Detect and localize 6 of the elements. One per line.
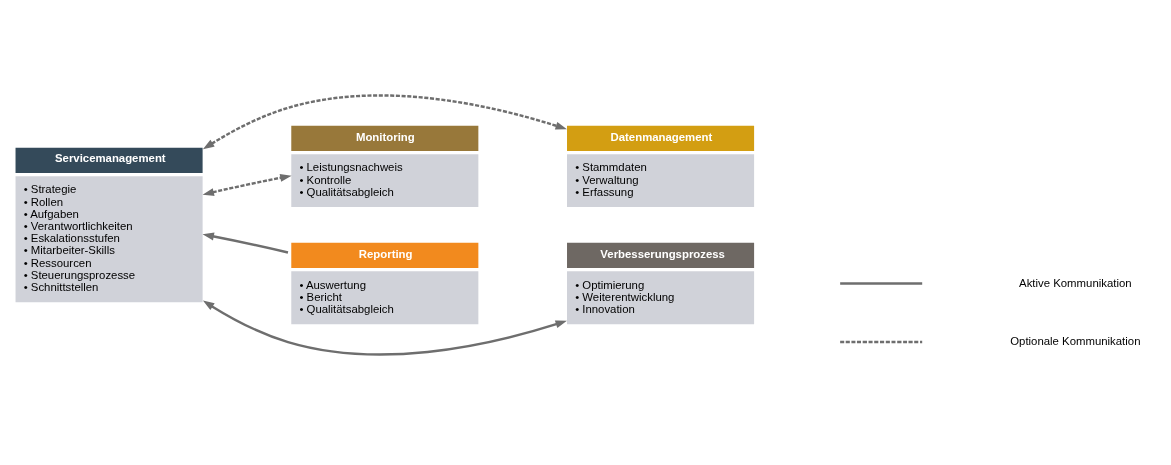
arrow	[202, 300, 567, 356]
arrow	[202, 232, 289, 254]
legend-label: Aktive Kommunikation	[1019, 276, 1132, 289]
arrow	[202, 94, 567, 150]
arrow	[202, 173, 292, 196]
legend-label: Optionale Kommunikation	[1010, 335, 1141, 348]
